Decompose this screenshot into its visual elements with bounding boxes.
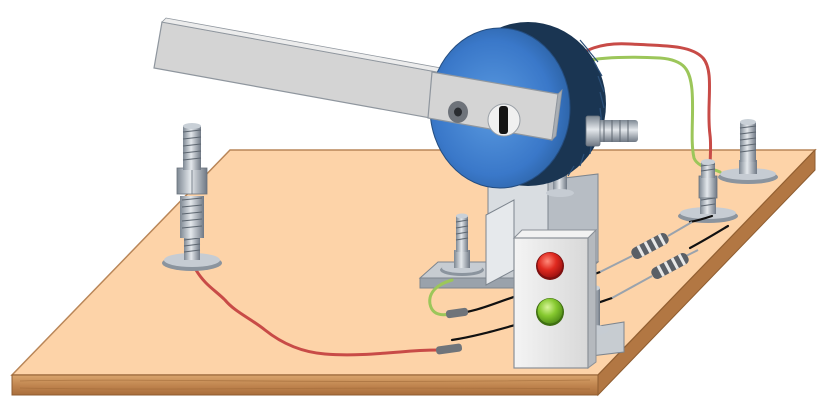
shaft-screw (448, 101, 521, 137)
resistor-2 (611, 249, 699, 299)
resistor-1 (599, 221, 693, 273)
wire-tip-left (435, 343, 463, 355)
bolt-right-back (718, 119, 778, 184)
wire-green-bracket (428, 278, 454, 317)
bolt-left (162, 123, 222, 271)
wire-red-potentiometer (566, 42, 714, 184)
wire-green-potentiometer (566, 55, 722, 174)
red-led (536, 252, 564, 280)
wire-tip-green (445, 307, 469, 319)
lever-arm-front (427, 71, 563, 142)
base-board (10, 148, 817, 397)
green-led (536, 298, 564, 326)
indicator-panel (512, 228, 598, 369)
wire-red-left-bolt (194, 268, 442, 357)
bolt-right-front (678, 159, 738, 223)
